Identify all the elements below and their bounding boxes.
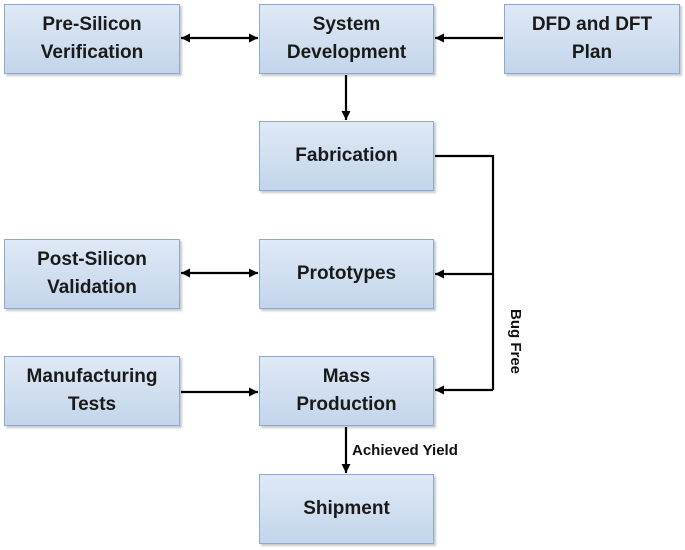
node-label-line: Manufacturing bbox=[26, 366, 158, 387]
node-post-silicon-validation: Post-Silicon Validation bbox=[4, 239, 180, 309]
node-label-line: Plan bbox=[571, 42, 613, 63]
node-system-development: System Development bbox=[259, 4, 434, 74]
node-label-line: System bbox=[312, 14, 381, 35]
node-mass-production: Mass Production bbox=[259, 356, 434, 426]
node-label-line: DFD and DFT bbox=[531, 14, 653, 35]
node-label-line: Verification bbox=[40, 42, 144, 63]
node-label-line: Post-Silicon bbox=[37, 249, 147, 270]
node-manufacturing-tests: Manufacturing Tests bbox=[4, 356, 180, 426]
node-dfd-dft-plan: DFD and DFT Plan bbox=[504, 4, 680, 74]
node-label-line: Production bbox=[296, 394, 397, 415]
node-prototypes: Prototypes bbox=[259, 239, 434, 309]
node-label-line: Fabrication bbox=[295, 145, 398, 166]
node-label-line: Tests bbox=[67, 394, 117, 415]
edge-label-bug-free: Bug Free bbox=[507, 309, 524, 375]
node-label-line: Validation bbox=[47, 277, 137, 298]
node-label-line: Mass bbox=[322, 366, 371, 387]
edge-label-achieved-yield: Achieved Yield bbox=[352, 442, 458, 459]
node-label-line: Prototypes bbox=[296, 263, 397, 284]
node-fabrication: Fabrication bbox=[259, 121, 434, 191]
node-label-line: Pre-Silicon bbox=[42, 14, 142, 35]
bugfree-route-line bbox=[435, 154, 495, 390]
node-label-line: Development bbox=[286, 42, 407, 63]
node-label-line: Shipment bbox=[303, 498, 390, 519]
node-pre-silicon-verification: Pre-Silicon Verification bbox=[4, 4, 180, 74]
node-shipment: Shipment bbox=[259, 474, 434, 544]
